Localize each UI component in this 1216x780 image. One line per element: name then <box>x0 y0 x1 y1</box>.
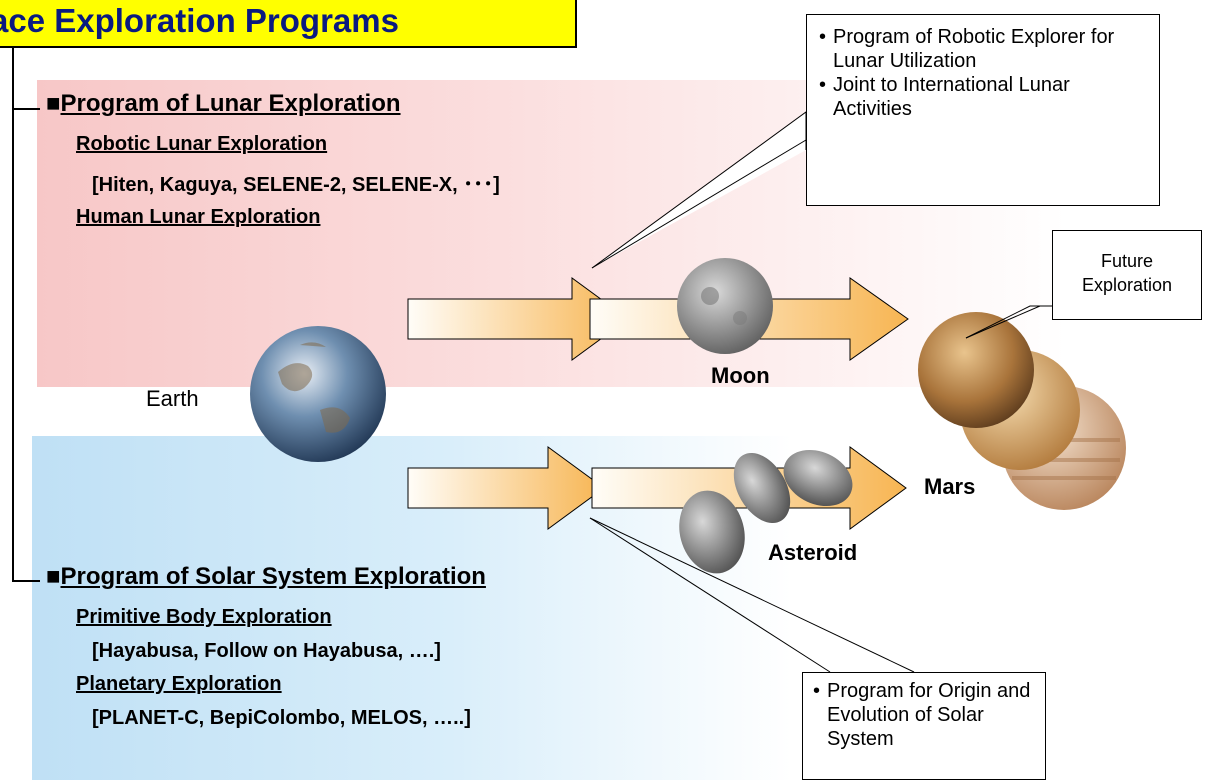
human-lunar-label: Human Lunar Exploration <box>76 206 321 228</box>
lunar-missions-list: [Hiten, Kaguya, SELENE-2, SELENE-X, ･･･] <box>92 174 500 196</box>
moon-label: Moon <box>711 363 770 388</box>
lunar-callout-item: Joint to International Lunar Activities <box>819 73 1147 121</box>
asteroid-rock-1 <box>679 490 745 574</box>
robotic-lunar-label: Robotic Lunar Exploration <box>76 133 328 155</box>
planetary-label: Planetary Exploration <box>76 673 282 695</box>
lunar-branch-line <box>12 108 40 110</box>
earth-globe <box>250 326 386 462</box>
planetary-missions-list: [PLANET-C, BepiColombo, MELOS, …..] <box>92 707 471 729</box>
solar-callout-item: Program for Origin and Evolution of Sola… <box>813 679 1035 751</box>
earth-label: Earth <box>146 386 199 411</box>
asteroid-label: Asteroid <box>768 540 858 565</box>
solar-callout-pointer-b <box>589 517 915 673</box>
lunar-program-heading: ■Program of Lunar Exploration <box>46 90 401 117</box>
lunar-callout-box: Program of Robotic Explorer for Lunar Ut… <box>806 14 1160 206</box>
moon-globe <box>677 258 773 354</box>
page-title: ace Exploration Programs <box>0 0 577 48</box>
primitive-body-label: Primitive Body Exploration <box>76 606 332 628</box>
tree-trunk-line <box>12 48 14 582</box>
lunar-callout-item: Program of Robotic Explorer for Lunar Ut… <box>819 25 1147 73</box>
future-callout-box: Future Exploration <box>1052 230 1202 320</box>
future-callout-pointer <box>965 305 1052 339</box>
solar-arrow-1 <box>407 446 605 530</box>
asteroid-rock-3 <box>783 449 853 507</box>
solar-branch-line <box>12 580 40 582</box>
future-callout-text: Future Exploration <box>1081 251 1173 295</box>
asteroid-rock-2 <box>733 452 791 524</box>
mars-globe <box>918 312 1034 428</box>
primitive-missions-list: [Hayabusa, Follow on Hayabusa, ….] <box>92 640 441 662</box>
lunar-callout-pointer <box>591 111 807 269</box>
solar-callout-box: Program for Origin and Evolution of Sola… <box>802 672 1046 780</box>
mars-label: Mars <box>924 474 976 499</box>
solar-callout-pointer-a <box>589 517 831 673</box>
solar-program-heading: ■Program of Solar System Exploration <box>46 563 486 590</box>
